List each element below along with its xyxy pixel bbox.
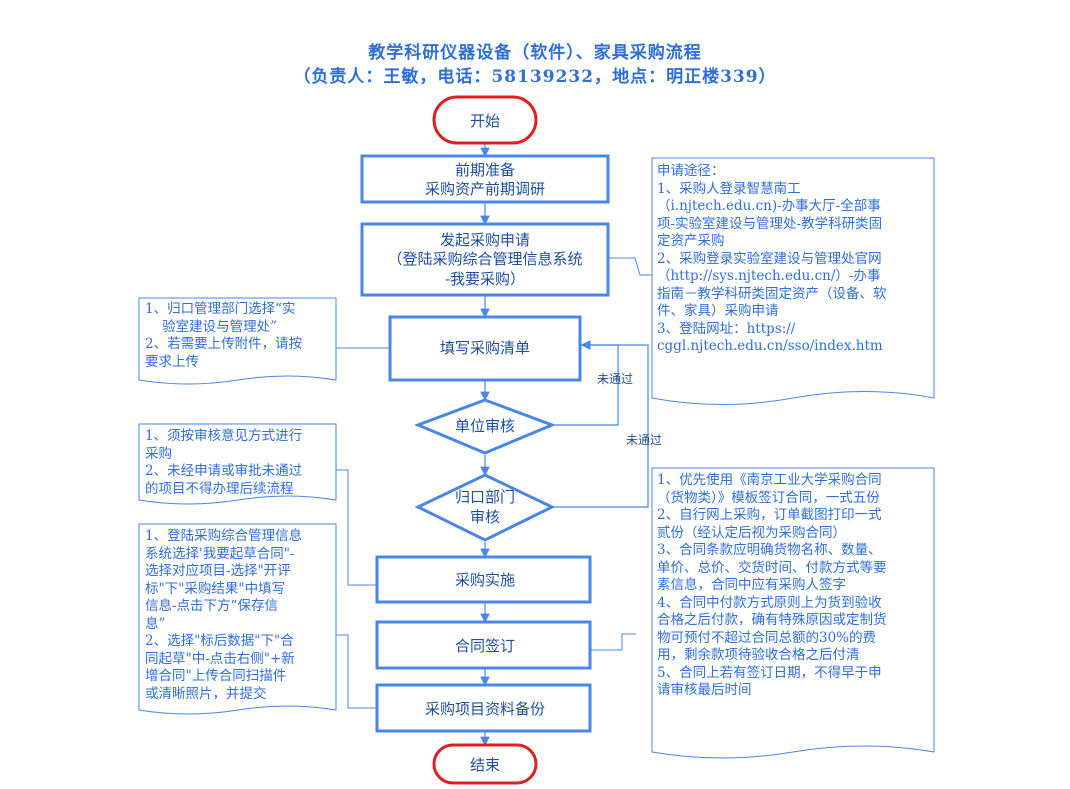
note-line: 1、采购人登录智慧南工 <box>657 180 801 197</box>
note-line: 系统选择'我要起草合同"- <box>145 545 295 562</box>
note-line: 或清晰照片，并提交 <box>145 685 267 702</box>
apply-node <box>360 222 610 297</box>
end-node <box>432 743 538 785</box>
note-line: （i.njtech.edu.cn)-办事大厅-全部事 <box>657 198 881 214</box>
prep-label-2: 采购资产前期调研 <box>425 180 545 198</box>
note-line: 2、自行网上采购，订单截图打印一式 <box>657 507 882 523</box>
start-label: 开始 <box>470 112 500 130</box>
review-tips-note-shape <box>138 423 337 505</box>
note-line: 1、归口管理部门选择“实 <box>145 301 296 317</box>
edge-label-unit-reject: 未通过 <box>597 372 633 386</box>
note-line: （货物类）》模板签订合同，一式五份 <box>657 489 880 506</box>
note-line: 增合同"上传合同扫描件 <box>145 668 287 684</box>
note-line: 1、优先使用《南京工业大学采购合同 <box>657 472 882 488</box>
note-line: 息” <box>145 615 166 632</box>
note-line: 2、采购登录实验室建设与管理处官网 <box>657 250 882 267</box>
contract-node <box>375 620 592 670</box>
note-line: 用，剩余款项待验收合格之后付清 <box>657 647 860 663</box>
note-line: 的项目不得办理后续流程 <box>145 480 294 497</box>
unit-review-label: 单位审核 <box>455 417 515 435</box>
note-line: 2、选择"标后数据"下"合 <box>145 633 294 649</box>
start-node <box>432 95 538 145</box>
note-line: 选择对应项目-选择"开评 <box>145 563 291 579</box>
note-line: 1、须按审核意见方式进行 <box>145 428 303 444</box>
apply-route-note-shape <box>651 157 935 405</box>
note-line: 请审核最后时间 <box>657 682 752 698</box>
archive-node <box>375 683 592 733</box>
fill-label: 填写采购清单 <box>440 339 530 357</box>
note-line: 采购 <box>145 445 172 462</box>
dept-review-node <box>414 473 556 542</box>
note-line: 申请途径： <box>657 163 725 179</box>
edge-dept-reject <box>552 340 649 508</box>
note-line: 同起草"中-点击右侧"+新 <box>145 650 295 667</box>
apply-route-note: 申请途径：1、采购人登录智慧南工（i.njtech.edu.cn)-办事大厅-全… <box>657 163 887 356</box>
page-title: 教学科研仪器设备（软件）、家具采购流程 <box>368 43 702 63</box>
contract-label: 合同签订 <box>455 637 515 655</box>
note-line: 物可预付不超过合同总额的30%的费 <box>657 629 877 646</box>
edge-label-dept-reject: 未通过 <box>626 433 662 447</box>
note-line: 3、登陆网址：https:// <box>657 320 796 337</box>
fill-tips-note: 1、归口管理部门选择“实 验室建设与管理处”2、若需要上传附件，请按要求上传 <box>145 301 302 371</box>
prep-label-1: 前期准备 <box>455 161 515 179</box>
note-line: （http://sys.njtech.edu.cn/）-办事 <box>657 268 881 284</box>
note-line: 要求上传 <box>145 353 199 370</box>
archive-label: 采购项目资料备份 <box>425 700 545 718</box>
note-line: 5、合同上若有签订日期，不得早于申 <box>657 664 882 681</box>
contract-system-note-shape <box>138 523 337 715</box>
note-line: 素信息，合同中应有采购人签字 <box>657 577 846 593</box>
unit-review-node <box>413 398 557 455</box>
note-line: 指南－教学科研类固定资产（设备、软 <box>657 285 887 302</box>
dept-review-label-1: 归口部门 <box>455 488 515 506</box>
apply-label-2: （登陆采购综合管理信息系统 <box>387 250 582 268</box>
note-line: 信息-点击下方“保存信 <box>145 598 278 614</box>
apply-label-1: 发起采购申请 <box>440 231 530 249</box>
note-line: 单价、总价、交货时间、付款方式等要 <box>657 559 887 576</box>
fill-tips-note-shape <box>138 297 337 385</box>
note-line: 项-实验室建设与管理处-教学科研类固 <box>657 215 883 232</box>
note-line: 验室建设与管理处” <box>145 318 278 335</box>
prep-node <box>360 154 610 204</box>
page-subtitle: （负责人：王敏，电话：58139232，地点：明正楼339） <box>293 67 777 87</box>
connector-contract-rules-note <box>590 633 636 651</box>
connector-review-note <box>336 469 377 586</box>
note-line: 4、合同中付款方式原则上为货到验收 <box>657 594 882 611</box>
implement-label: 采购实施 <box>455 571 515 589</box>
contract-system-note: 1、登陆采购综合管理信息系统选择'我要起草合同"-选择对应项目-选择"开评标"下… <box>145 528 302 703</box>
connector-contract-system-note <box>336 634 377 709</box>
note-line: 标"下"采购结果"中填写 <box>145 580 286 597</box>
contract-rules-note-shape <box>651 467 935 759</box>
fill-node <box>388 315 582 382</box>
note-line: 2、未经申请或审批未通过 <box>145 463 303 479</box>
note-line: 件、家具）采购申请 <box>657 303 779 319</box>
reject-loops <box>552 340 649 508</box>
apply-label-3: -我要采购） <box>445 270 525 288</box>
note-line: 定资产采购 <box>657 233 725 249</box>
note-line: cggl.njtech.edu.cn/sso/index.htm <box>657 338 883 354</box>
end-label: 结束 <box>470 756 500 774</box>
note-shapes <box>138 157 935 759</box>
implement-node <box>375 555 592 604</box>
dept-review-label-2: 审核 <box>470 508 500 526</box>
note-line: 合格之后付款，确有特殊原因或定制货 <box>657 612 887 628</box>
note-line: 1、登陆采购综合管理信息 <box>145 528 303 544</box>
note-line: 贰份（经认定后视为采购合同） <box>657 524 846 541</box>
note-line: 3、合同条款应明确货物名称、数量、 <box>657 542 882 558</box>
note-line: 2、若需要上传附件，请按 <box>145 336 303 352</box>
